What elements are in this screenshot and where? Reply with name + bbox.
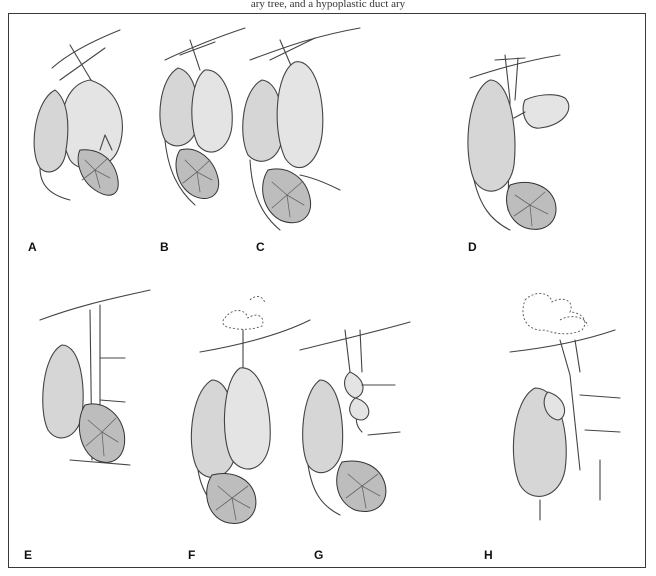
panel-g-drawing [300,322,410,515]
panel-label-h: H [484,548,493,562]
panel-label-a: A [28,240,37,254]
panel-f-drawing [191,297,310,524]
panel-b-drawing [160,28,245,205]
panel-e-drawing [40,290,150,465]
panel-label-f: F [188,548,195,562]
panel-h-drawing [510,293,620,520]
panel-c-drawing [243,28,360,230]
panel-label-b: B [160,240,169,254]
panel-label-g: G [314,548,323,562]
panel-label-d: D [468,240,477,254]
panel-label-e: E [24,548,32,562]
panel-label-c: C [256,240,265,254]
panel-d-drawing [468,55,569,230]
panel-a-drawing [34,30,122,200]
